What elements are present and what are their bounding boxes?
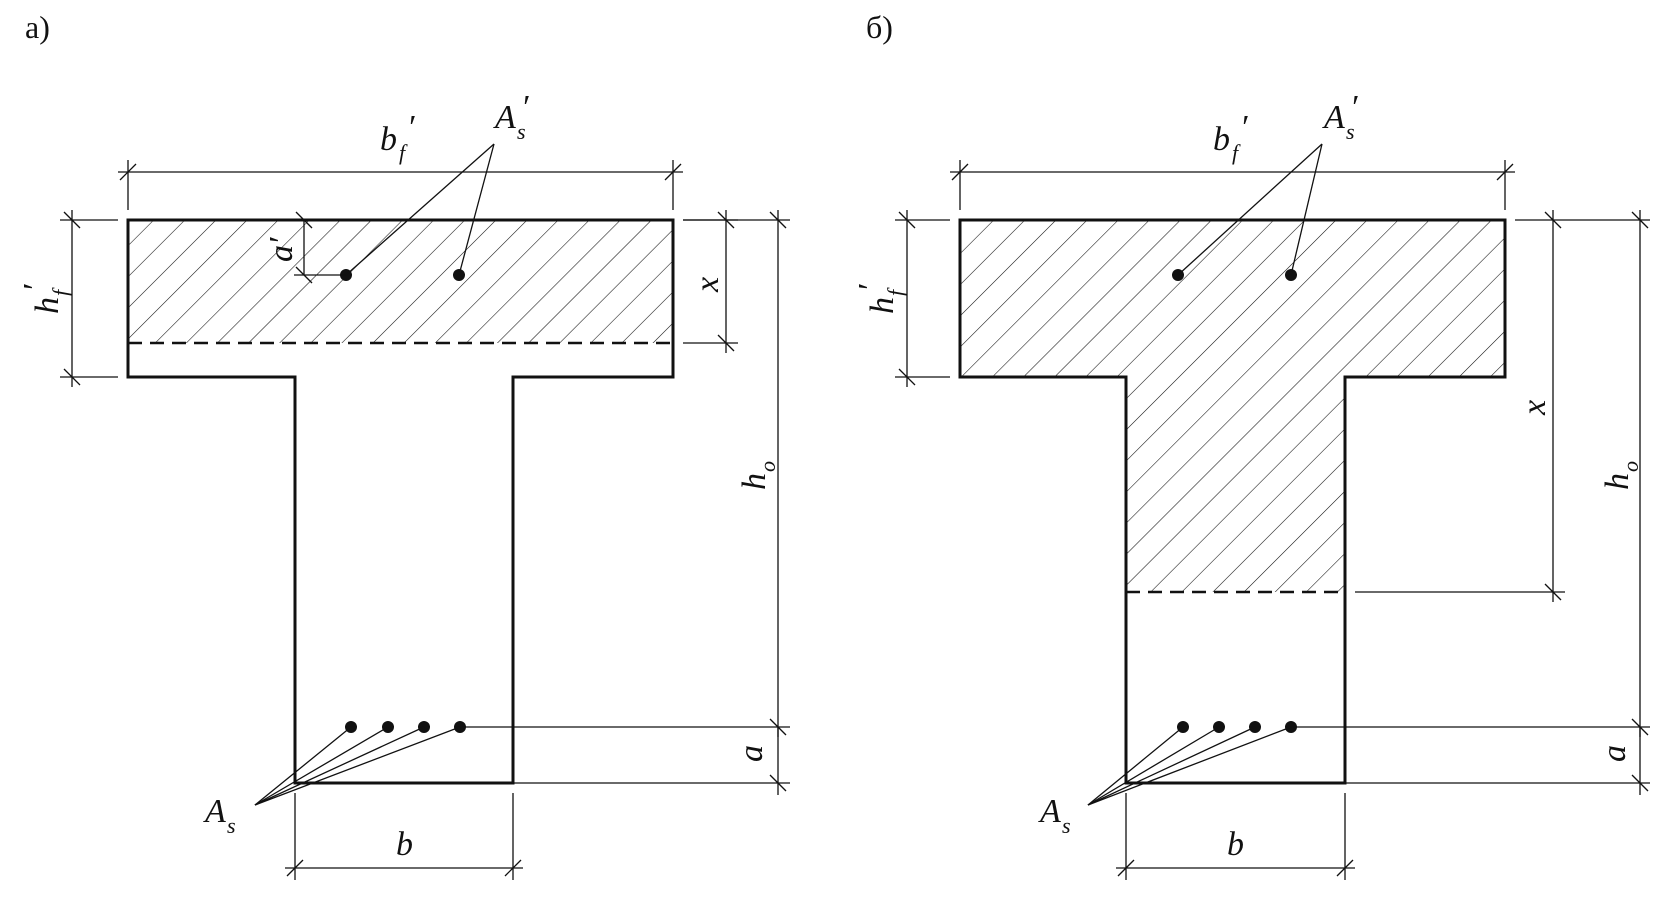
dimension-a: a bbox=[513, 727, 790, 795]
dimension-b: b bbox=[1116, 793, 1355, 880]
dimension-x: x bbox=[1355, 210, 1565, 602]
panel-b: б) b f ′ A s bbox=[852, 9, 1650, 880]
h0-subscript: o bbox=[755, 461, 780, 472]
dimension-h0: h o bbox=[465, 210, 790, 737]
bf-subscript: f bbox=[1232, 140, 1241, 165]
hf-subscript: f bbox=[883, 287, 908, 296]
compression-zone-hatch bbox=[960, 220, 1505, 592]
As-label: A bbox=[1038, 793, 1061, 830]
As-prime-prime: ′ bbox=[521, 89, 529, 126]
As-prime-subscript: s bbox=[517, 119, 526, 144]
As-prime-prime: ′ bbox=[1350, 89, 1358, 126]
As-label: A bbox=[203, 793, 226, 830]
dimension-h0: h o bbox=[1296, 210, 1650, 737]
b-label: b bbox=[396, 826, 413, 863]
dimension-bf: b f ′ bbox=[118, 109, 683, 210]
As-subscript: s bbox=[1062, 813, 1071, 838]
b-label: b bbox=[1227, 826, 1244, 863]
dimension-hf: h f ′ bbox=[852, 210, 950, 387]
h0-label: h bbox=[736, 473, 773, 490]
As-prime-subscript: s bbox=[1346, 119, 1355, 144]
As-prime-label: A bbox=[493, 99, 516, 136]
As-callout: A s bbox=[1038, 726, 1292, 838]
compression-zone-hatch bbox=[128, 220, 673, 343]
hf-prime: ′ bbox=[852, 284, 889, 292]
a-label: a bbox=[733, 745, 770, 762]
h0-subscript: o bbox=[1618, 461, 1643, 472]
bf-prime: ′ bbox=[1240, 109, 1248, 146]
dimension-x: x bbox=[683, 210, 738, 353]
panel-b-label: б) bbox=[866, 9, 893, 45]
hf-label: h bbox=[864, 297, 901, 314]
bf-label: b bbox=[380, 121, 397, 158]
hf-prime: ′ bbox=[17, 284, 54, 292]
panel-a-label: а) bbox=[25, 9, 50, 45]
x-label: x bbox=[1516, 400, 1553, 416]
dimension-b: b bbox=[285, 793, 523, 880]
As-prime-callout: A s ′ bbox=[345, 89, 529, 276]
x-label: x bbox=[689, 277, 726, 293]
dimension-a: a bbox=[1345, 727, 1650, 795]
dimension-hf: h f ′ bbox=[17, 210, 118, 387]
bf-subscript: f bbox=[399, 140, 408, 165]
hf-subscript: f bbox=[48, 287, 73, 296]
panel-a: а) b f ′ A s bbox=[17, 9, 790, 880]
dimension-bf: b f ′ bbox=[950, 109, 1515, 210]
a-label: a bbox=[1596, 745, 1633, 762]
As-subscript: s bbox=[227, 813, 236, 838]
h0-label: h bbox=[1599, 473, 1636, 490]
bf-label: b bbox=[1213, 121, 1230, 158]
hf-label: h bbox=[29, 297, 66, 314]
a-prime-label: a′ bbox=[263, 237, 300, 262]
As-prime-callout: A s ′ bbox=[1177, 89, 1358, 276]
bf-prime: ′ bbox=[407, 109, 415, 146]
As-callout: A s bbox=[203, 726, 461, 838]
dimension-a-prime: a′ bbox=[263, 211, 346, 284]
As-prime-label: A bbox=[1322, 99, 1345, 136]
